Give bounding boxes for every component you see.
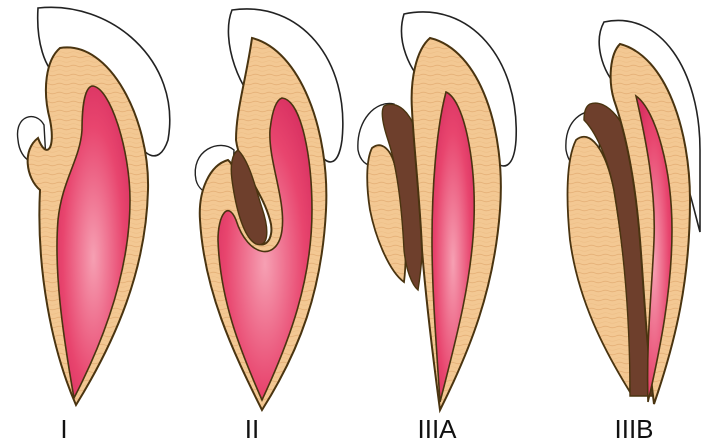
label-type-iiib: IIIB bbox=[614, 414, 653, 445]
tooth-type-ii bbox=[195, 9, 343, 410]
tooth-type-iiia bbox=[358, 12, 516, 410]
tooth-type-i bbox=[18, 7, 170, 405]
label-type-i: I bbox=[60, 414, 67, 445]
label-type-iiia: IIIA bbox=[417, 414, 456, 445]
tooth-type-iiib bbox=[566, 20, 700, 404]
label-type-ii: II bbox=[245, 414, 259, 445]
